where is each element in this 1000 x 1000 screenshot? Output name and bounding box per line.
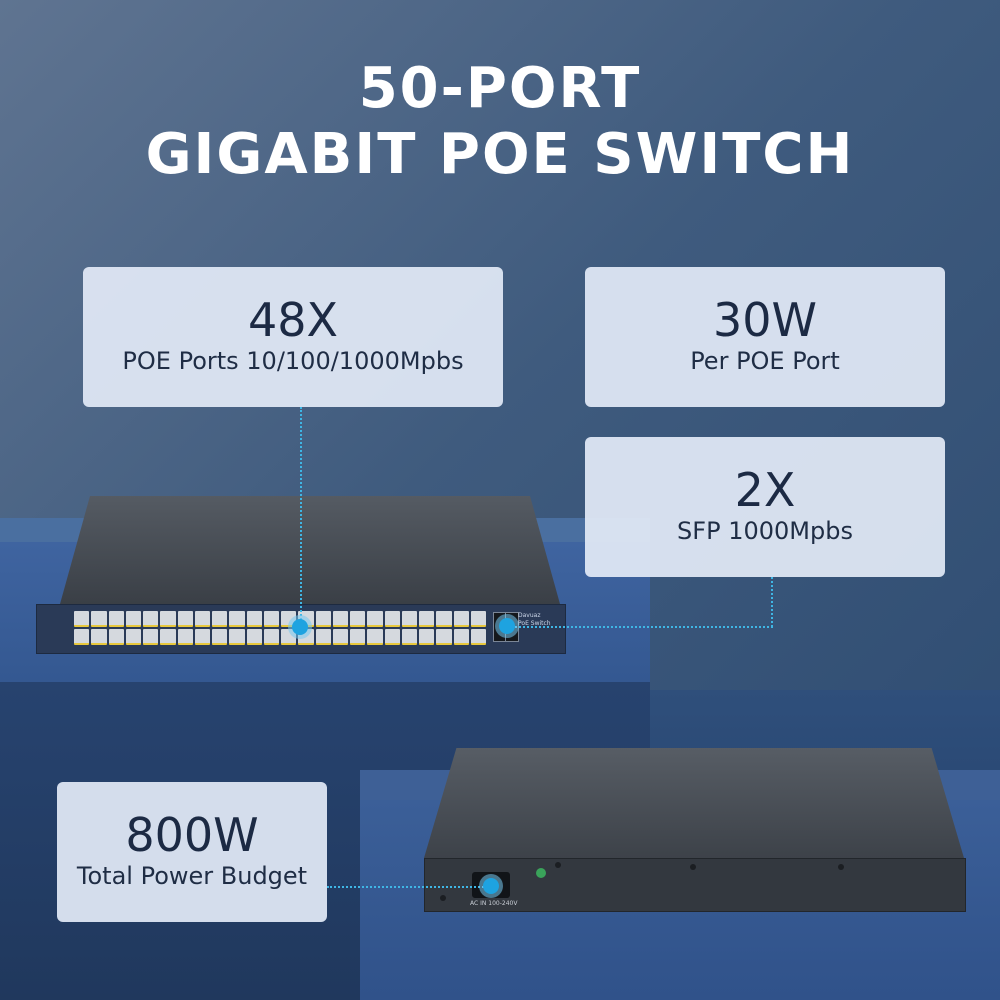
- poe-port-grid: [74, 611, 486, 645]
- connector-power: [327, 886, 487, 888]
- screw-icon: [690, 864, 696, 870]
- highlight-dot-sfp: [499, 618, 515, 634]
- rj45-port: [419, 611, 435, 627]
- rj45-port: [401, 611, 417, 627]
- rj45-port: [384, 611, 400, 627]
- rj45-port: [229, 611, 245, 627]
- rj45-port: [350, 611, 366, 627]
- rj45-port: [332, 611, 348, 627]
- rj45-port: [436, 611, 452, 627]
- rj45-port: [160, 629, 176, 645]
- rj45-port: [401, 629, 417, 645]
- highlight-dot-power: [483, 878, 499, 894]
- rj45-port: [108, 629, 124, 645]
- callout-value: 2X: [734, 463, 796, 517]
- rj45-port: [367, 611, 383, 627]
- rj45-port: [263, 611, 279, 627]
- rj45-port: [453, 611, 469, 627]
- callout-value: 48X: [247, 293, 339, 347]
- callout-caption: Per POE Port: [690, 347, 840, 375]
- page-title: 50-PORT GIGABIT POE SWITCH: [0, 58, 1000, 190]
- callout-sfp: 2X SFP 1000Mpbs: [585, 437, 945, 577]
- highlight-dot-ports: [292, 619, 308, 635]
- rj45-port: [160, 611, 176, 627]
- callout-per-port-power: 30W Per POE Port: [585, 267, 945, 407]
- rj45-port: [367, 629, 383, 645]
- brand-name: Davuaz: [518, 612, 541, 619]
- rj45-port: [229, 629, 245, 645]
- screw-icon: [838, 864, 844, 870]
- rj45-port: [315, 611, 331, 627]
- screw-icon: [440, 895, 446, 901]
- rj45-port: [332, 629, 348, 645]
- callout-poe-ports: 48X POE Ports 10/100/1000Mpbs: [83, 267, 503, 407]
- rj45-port: [470, 611, 486, 627]
- rj45-port: [212, 611, 228, 627]
- rj45-port: [419, 629, 435, 645]
- brand-badge: Davuaz PoE Switch: [518, 612, 558, 640]
- callout-power-budget: 800W Total Power Budget: [57, 782, 327, 922]
- rj45-port: [177, 611, 193, 627]
- switch-front-chassis: [60, 496, 560, 604]
- rj45-port: [125, 611, 141, 627]
- title-line-2: GIGABIT POE SWITCH: [145, 122, 855, 187]
- rj45-port: [194, 611, 210, 627]
- rj45-port: [436, 629, 452, 645]
- screw-icon: [555, 862, 561, 868]
- rj45-port: [263, 629, 279, 645]
- rj45-port: [315, 629, 331, 645]
- rj45-port: [281, 629, 297, 645]
- power-label: AC IN 100-240V: [470, 900, 518, 907]
- rj45-port: [125, 629, 141, 645]
- rj45-port: [350, 629, 366, 645]
- ground-screw-icon: [536, 868, 546, 878]
- rj45-port: [91, 629, 107, 645]
- callout-value: 30W: [712, 293, 818, 347]
- callout-caption: POE Ports 10/100/1000Mpbs: [122, 347, 464, 375]
- rj45-port: [194, 629, 210, 645]
- rj45-port: [143, 611, 159, 627]
- rj45-port: [384, 629, 400, 645]
- brand-subtitle: PoE Switch: [518, 620, 551, 627]
- rj45-port: [212, 629, 228, 645]
- connector-sfp-horizontal: [507, 626, 773, 628]
- callout-caption: SFP 1000Mpbs: [677, 517, 853, 545]
- rj45-port: [453, 629, 469, 645]
- title-line-1: 50-PORT: [358, 56, 642, 121]
- rj45-port: [74, 629, 90, 645]
- rj45-port: [143, 629, 159, 645]
- connector-ports: [300, 407, 302, 627]
- callout-value: 800W: [125, 808, 259, 862]
- rj45-port: [177, 629, 193, 645]
- rj45-port: [91, 611, 107, 627]
- rj45-port: [470, 629, 486, 645]
- rj45-port: [246, 611, 262, 627]
- switch-back-chassis: [424, 748, 964, 858]
- connector-sfp-vertical: [771, 577, 773, 627]
- rj45-port: [246, 629, 262, 645]
- rj45-port: [74, 611, 90, 627]
- rj45-port: [108, 611, 124, 627]
- callout-caption: Total Power Budget: [76, 862, 308, 890]
